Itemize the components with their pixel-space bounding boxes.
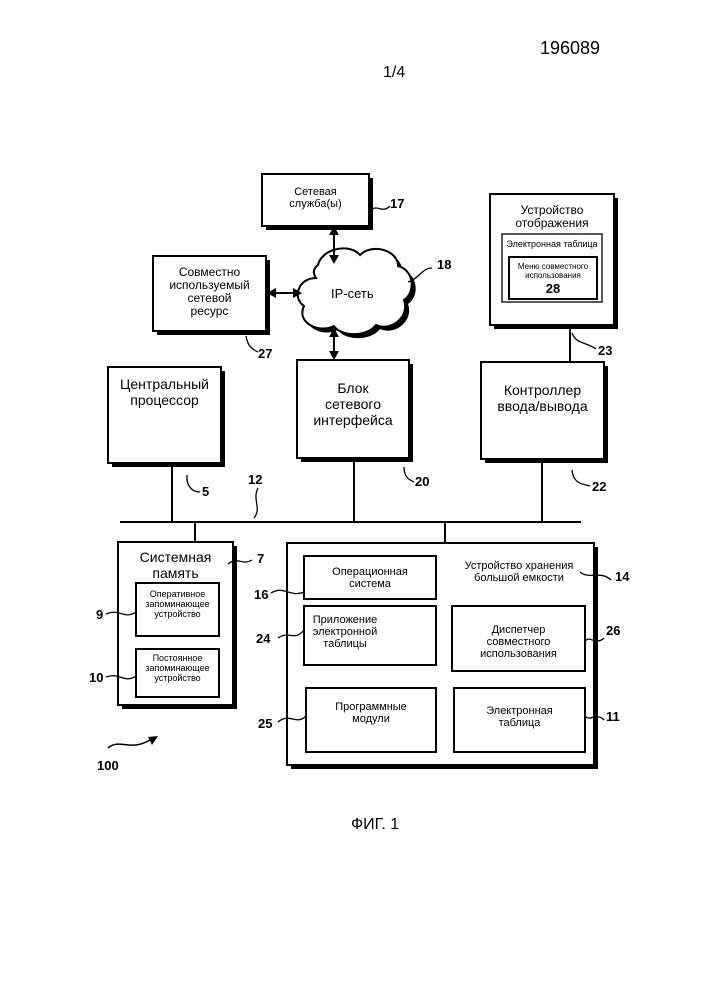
leader-100 (108, 740, 150, 748)
spreadsheet-label: Электронная таблица (454, 705, 585, 729)
display-menu-label: Меню совместного использования (509, 262, 597, 280)
program-modules-label: Программные модули (306, 701, 436, 725)
ref-12: 12 (248, 472, 262, 487)
leader-5 (187, 475, 200, 492)
ref-18: 18 (437, 257, 451, 272)
ref-25: 25 (258, 716, 272, 731)
cpu-label: Центральный процессор (108, 376, 221, 408)
ref-16: 16 (254, 587, 268, 602)
leader-27 (246, 336, 258, 352)
ref-10: 10 (89, 670, 103, 685)
ref-28: 28 (509, 281, 597, 296)
nic-label: Блок сетевого интерфейса (297, 380, 409, 428)
ref-20: 20 (415, 474, 429, 489)
spreadsheet-app-label: Приложение электронной таблицы (304, 614, 386, 650)
ref-11: 11 (606, 709, 620, 724)
ram-label: Оперативное запоминающее устройство (136, 589, 219, 619)
io-label: Контроллер ввода/вывода (481, 382, 604, 414)
leader-23 (572, 333, 596, 349)
mass-storage-label: Устройство хранения большой емкости (454, 560, 584, 584)
ref-9: 9 (96, 607, 103, 622)
ref-5: 5 (202, 484, 209, 499)
leader-12 (254, 488, 258, 518)
leader-22 (572, 470, 590, 486)
figure-caption: ФИГ. 1 (351, 816, 399, 834)
rom-label: Постоянное запоминающее устройство (136, 653, 219, 683)
doc-number: 196089 (540, 38, 600, 59)
ref-22: 22 (592, 479, 606, 494)
leader-18 (408, 268, 432, 282)
ref-26: 26 (606, 623, 620, 638)
display-label: Устройство отображения (490, 204, 614, 230)
display-spreadsheet-label: Электронная таблица (502, 239, 602, 249)
arrow-resource-cloud (267, 288, 302, 298)
system-memory-label: Системная память (118, 549, 233, 581)
ref-17: 17 (390, 196, 404, 211)
ref-24: 24 (256, 631, 270, 646)
share-manager-label: Диспетчер совместного использования (452, 624, 585, 660)
ref-27: 27 (258, 346, 272, 361)
ref-23: 23 (598, 343, 612, 358)
sheet-number: 1/4 (383, 64, 405, 82)
os-label: Операционная система (304, 566, 436, 590)
ip-network-label: IP-сеть (331, 286, 374, 301)
leader-20 (404, 467, 414, 482)
network-service-label: Сетевая служба(ы) (262, 186, 369, 210)
ref-100: 100 (97, 758, 119, 773)
ref-14: 14 (615, 569, 629, 584)
ref-7: 7 (257, 551, 264, 566)
shared-resource-label: Совместно используемый сетевой ресурс (153, 266, 266, 318)
arrow-cloud-nic (329, 328, 339, 360)
leader-17 (371, 206, 390, 210)
